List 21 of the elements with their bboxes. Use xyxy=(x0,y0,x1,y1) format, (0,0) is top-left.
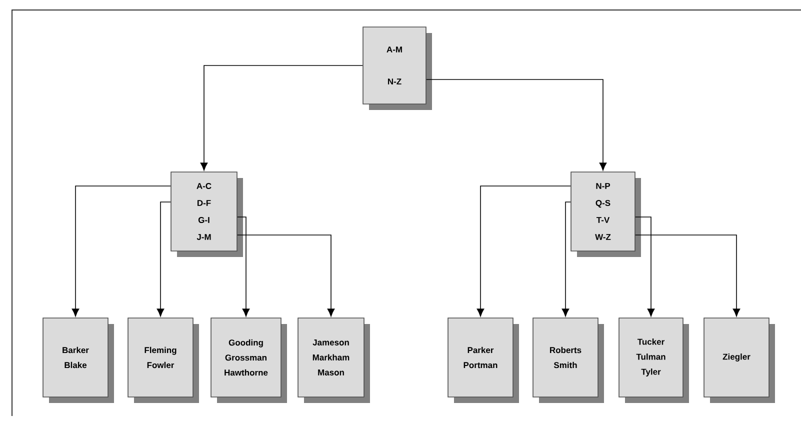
arrow xyxy=(635,216,655,317)
box: Jameson Markham Mason xyxy=(298,318,370,403)
arrow xyxy=(237,234,335,317)
arrow xyxy=(426,79,607,171)
arrow xyxy=(635,234,740,317)
arrow xyxy=(200,65,363,171)
box: A-M N-Z xyxy=(362,26,432,110)
box: N-P Q-S T-V W-Z xyxy=(570,172,641,257)
box: Gooding Grossman Hawthorne xyxy=(210,318,287,403)
arrow xyxy=(562,202,571,317)
box: Tucker Tulman Tyler xyxy=(618,318,689,403)
box: Barker Blake xyxy=(42,318,114,403)
box: Ziegler xyxy=(704,318,775,403)
box: A-C D-F G-I J-M xyxy=(170,172,243,257)
arrow xyxy=(476,186,571,317)
box: Roberts Smith xyxy=(532,318,604,403)
arrow xyxy=(72,186,172,317)
arrow xyxy=(237,216,250,317)
box: Parker Portman xyxy=(448,318,519,403)
box: Fleming Fowler xyxy=(128,318,199,403)
arrow xyxy=(156,202,172,317)
